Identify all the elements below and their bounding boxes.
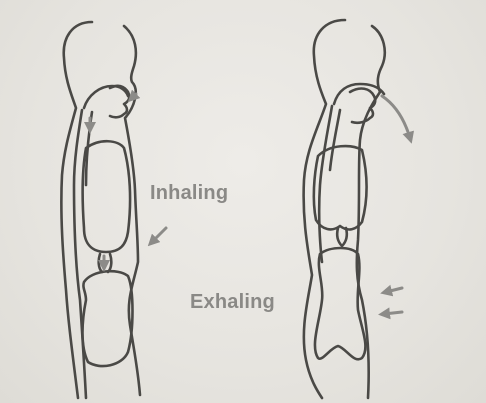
exhaling-abdomen-arrow-lower: [384, 312, 402, 314]
exhaling-airway: [319, 106, 332, 262]
exhaling-face-profile: [350, 89, 375, 123]
exhaling-diaphragm-link: [337, 228, 347, 246]
inhaling-chest-arrow: [152, 228, 166, 242]
inhaling-chest-chamber: [83, 141, 130, 252]
inhaling-nasal-passage: [84, 86, 128, 108]
inhaling-arrows: [90, 94, 166, 266]
exhaling-figure: [304, 20, 385, 398]
exhaling-breath-arrow: [382, 96, 410, 138]
inhaling-abdomen-chamber: [83, 271, 133, 366]
inhaling-label: Inhaling: [150, 182, 228, 205]
exhaling-label: Exhaling: [190, 291, 275, 314]
inhaling-figure: [61, 22, 140, 398]
exhaling-airway-inner: [330, 110, 340, 170]
exhaling-arrows: [382, 96, 410, 314]
exhaling-abdomen-arrow-upper: [386, 288, 402, 292]
